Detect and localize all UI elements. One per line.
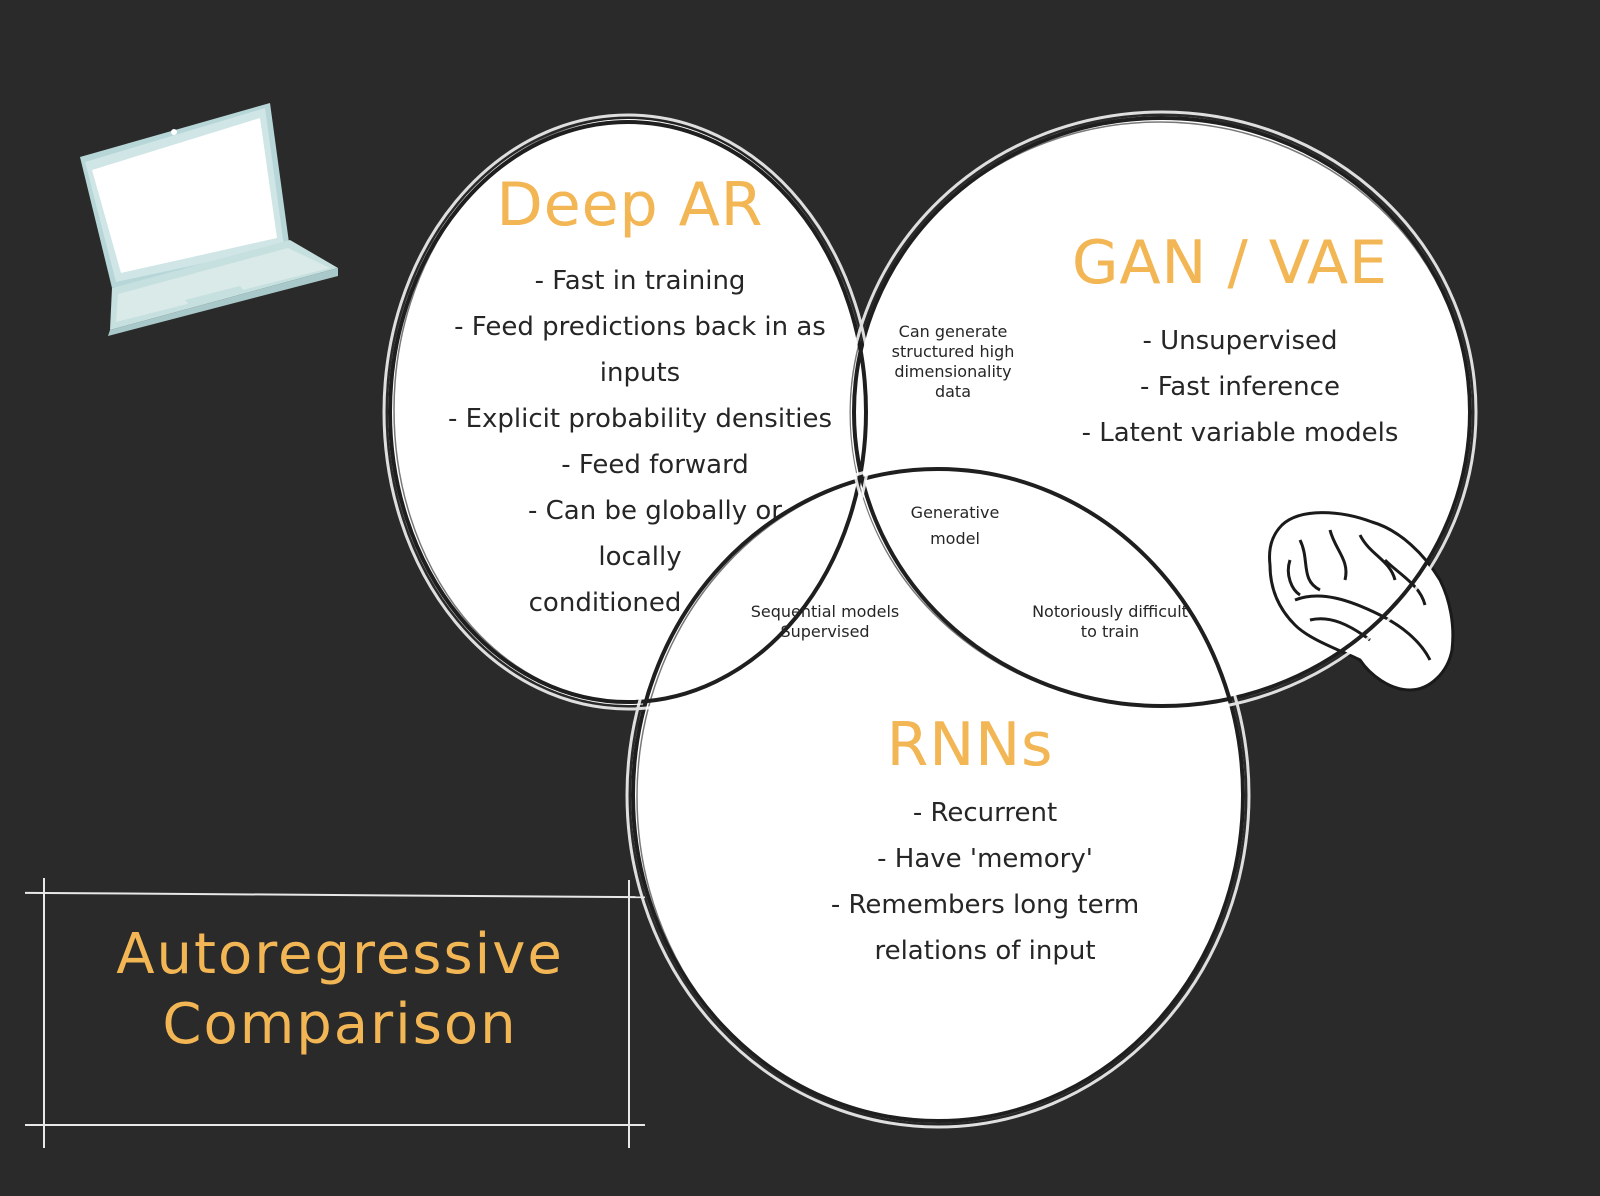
overlap-line: model <box>930 529 980 548</box>
slide-title: Autoregressive Comparison <box>45 920 635 1060</box>
gan-vae-title: GAN / VAE <box>1072 228 1388 298</box>
bullet-item: - Fast in training <box>534 266 746 296</box>
overlap-deep-ar-gan-vae: Can generate structured high dimensional… <box>868 322 1038 402</box>
overlap-all-three: Generative model <box>880 500 1030 552</box>
overlap-line: dimensionality <box>894 362 1012 381</box>
laptop-icon <box>80 103 338 336</box>
bullet-item: relations of input <box>874 936 1096 966</box>
bullet-item: - Have 'memory' <box>877 844 1093 874</box>
overlap-line: Can generate <box>898 322 1008 341</box>
bullet-item: - Feed predictions back in as <box>454 312 826 342</box>
rnns-title: RNNs <box>886 710 1054 780</box>
rnns-bullets: - Recurrent - Have 'memory' - Remembers … <box>790 790 1180 974</box>
overlap-line: Sequential models <box>750 602 900 621</box>
bullet-item: - Feed forward <box>561 450 749 480</box>
overlap-line: Supervised <box>780 622 870 641</box>
bullet-item: locally <box>598 542 682 572</box>
frame-right-line <box>628 880 630 1148</box>
bullet-item: - Latent variable models <box>1081 418 1399 448</box>
bullet-item: - Can be globally or <box>527 496 782 526</box>
slide-title-line: Comparison <box>162 992 518 1057</box>
bullet-item: - Recurrent <box>912 798 1058 828</box>
deep-ar-bullets: - Fast in training - Feed predictions ba… <box>420 258 860 626</box>
frame-bottom-line <box>25 1124 645 1126</box>
bullet-item: - Unsupervised <box>1142 326 1338 356</box>
bullet-item: - Remembers long term <box>830 890 1140 920</box>
overlap-gan-vae-rnns: Notoriously difficult to train <box>1000 602 1220 642</box>
overlap-line: structured high <box>891 342 1015 361</box>
bullet-item: conditioned <box>528 588 682 618</box>
overlap-line: data <box>934 382 972 401</box>
bullet-item: - Explicit probability densities <box>447 404 833 434</box>
overlap-deep-ar-rnns: Sequential models Supervised <box>725 602 925 642</box>
frame-left-line <box>43 878 45 1148</box>
bullet-item: inputs <box>599 358 681 388</box>
bullet-item: - Fast inference <box>1140 372 1340 402</box>
overlap-line: to train <box>1080 622 1140 641</box>
slide-title-line: Autoregressive <box>116 922 564 987</box>
deep-ar-title: Deep AR <box>496 170 764 240</box>
gan-vae-bullets: - Unsupervised - Fast inference - Latent… <box>1040 318 1440 456</box>
overlap-line: Notoriously difficult <box>1032 602 1188 621</box>
overlap-line: Generative <box>910 503 1000 522</box>
circle-rims <box>382 110 1478 1129</box>
circle-outlines <box>388 116 1472 1126</box>
